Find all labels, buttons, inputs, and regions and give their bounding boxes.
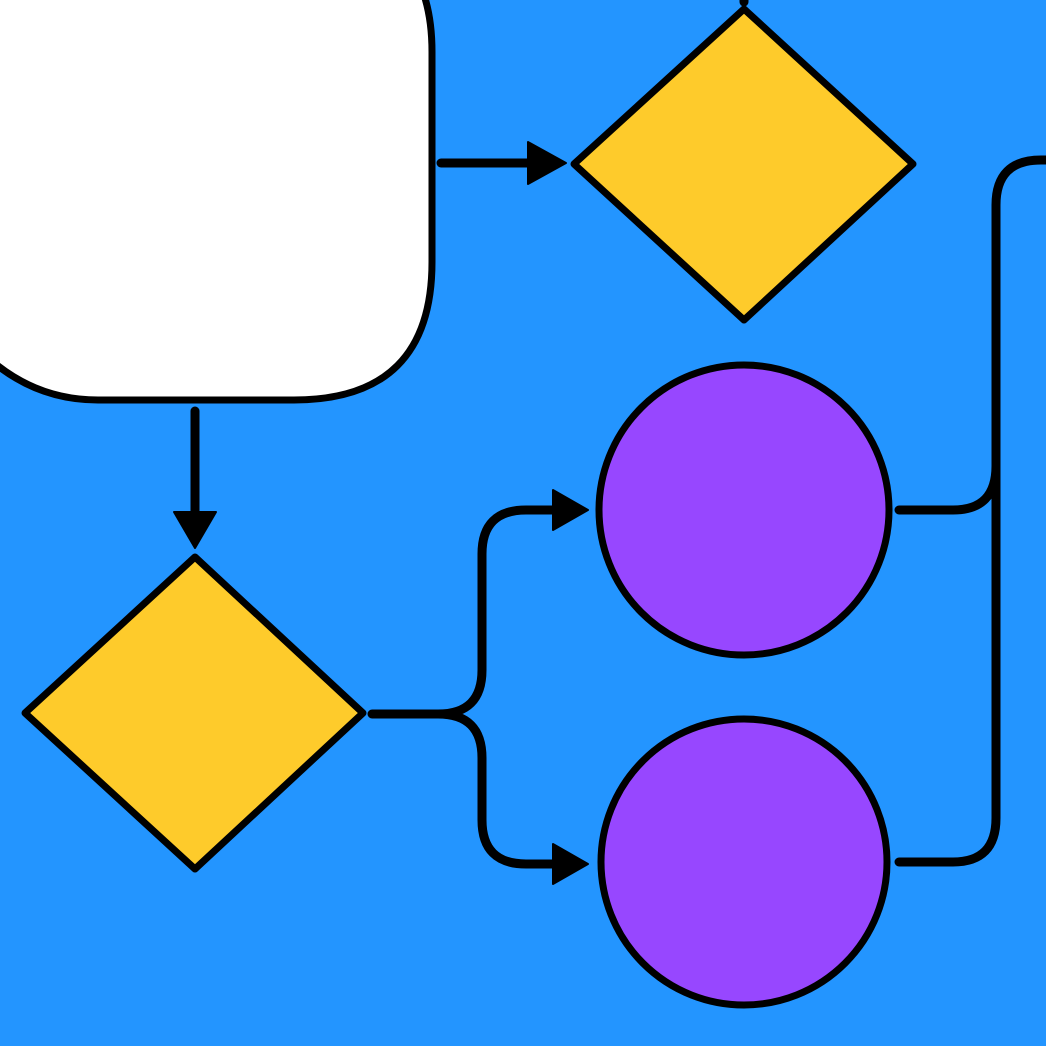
terminal-node	[595, 361, 893, 659]
arrowhead-right-icon	[552, 489, 589, 531]
arrowhead-right-icon	[552, 843, 589, 885]
process-node	[0, 0, 436, 404]
connector-decision-2-to-terminal-2	[433, 709, 561, 869]
decision-node	[21, 553, 367, 873]
decision-node	[570, 5, 917, 324]
connector-terminal-1-to-offscreen	[894, 461, 1001, 515]
arrowhead-right-icon	[527, 141, 567, 185]
arrowhead-down-icon	[173, 511, 217, 549]
terminal-node	[597, 715, 891, 1009]
connector-terminal-2-to-offscreen	[894, 155, 1046, 867]
connector-decision-2-to-terminal-1	[367, 505, 561, 719]
